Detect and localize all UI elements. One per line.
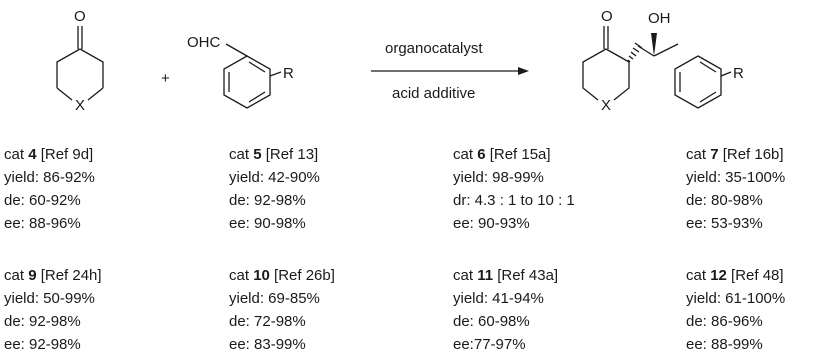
- product-ring-left: [582, 48, 607, 101]
- yield-line: yield: 42-90%: [229, 169, 320, 186]
- ee-line: ee: 88-99%: [686, 336, 763, 353]
- ketone-ring-bond: [87, 87, 104, 101]
- yield-line: yield: 35-100%: [686, 169, 786, 186]
- catalyst-result-block: cat 4 [Ref 9d] yield: 86-92% de: 60-92% …: [4, 143, 95, 235]
- product-ring-bond: [605, 48, 630, 63]
- product-benzene-ring: [674, 55, 722, 109]
- product-substituent-label: R: [733, 65, 744, 82]
- catalyst-number: 6: [477, 146, 486, 163]
- yield-line: yield: 98-99%: [453, 169, 544, 186]
- catalyst-number: 10: [253, 267, 270, 284]
- product-heteroatom-label: X: [601, 97, 611, 114]
- catalyst-header: cat 6 [Ref 15a]: [453, 146, 551, 163]
- aldehyde-substituent-label: R: [283, 65, 294, 82]
- selectivity-line: de: 92-98%: [229, 192, 306, 209]
- product-ketone-oxygen-label: O: [601, 8, 613, 25]
- aldehyde-formyl-label: OHC: [187, 34, 221, 51]
- catalyst-result-block: cat 5 [Ref 13] yield: 42-90% de: 92-98% …: [229, 143, 320, 235]
- aldehyde-ring-double-bond: [248, 91, 266, 103]
- ketone-heteroatom-label: X: [75, 97, 85, 114]
- aldehyde-benzene-ring: [223, 55, 271, 109]
- yield-line: yield: 69-85%: [229, 290, 320, 307]
- ketone-ring-right: [79, 48, 104, 88]
- catalyst-number: 4: [28, 146, 37, 163]
- product-substituent-bond: [720, 71, 732, 77]
- product-structure: O X OH R: [582, 8, 744, 114]
- catalyst-result-block: cat 12 [Ref 48] yield: 61-100% de: 86-96…: [686, 264, 785, 356]
- plus-sign: +: [161, 70, 170, 87]
- catalyst-number: 9: [28, 267, 37, 284]
- catalyst-result-block: cat 7 [Ref 16b] yield: 35-100% de: 80-98…: [686, 143, 785, 235]
- catalyst-header: cat 11 [Ref 43a]: [453, 267, 559, 284]
- catalyst-result-block: cat 11 [Ref 43a] yield: 41-94% de: 60-98…: [453, 264, 558, 356]
- selectivity-line: de: 60-92%: [4, 192, 81, 209]
- ee-line: ee: 92-98%: [4, 336, 81, 353]
- catalyst-header: cat 10 [Ref 26b]: [229, 267, 335, 284]
- selectivity-line: de: 92-98%: [4, 313, 81, 330]
- arrow-head: [518, 67, 529, 75]
- ketone-oxygen-label: O: [74, 8, 86, 25]
- product-chain-bond: [637, 45, 655, 57]
- yield-line: yield: 50-99%: [4, 290, 95, 307]
- ketone-structure: O X: [56, 8, 104, 114]
- catalyst-result-block: cat 6 [Ref 15a] yield: 98-99% dr: 4.3 : …: [453, 143, 575, 235]
- aldehyde-structure: OHC R: [187, 34, 294, 109]
- product-ring-double-bond: [699, 91, 717, 103]
- aldehyde-ring-double-bond: [248, 61, 266, 73]
- product-bold-wedge: [651, 33, 657, 56]
- catalyst-number: 11: [477, 267, 494, 284]
- selectivity-line: de: 72-98%: [229, 313, 306, 330]
- aldehyde-substituent-bond: [269, 71, 282, 77]
- product-ring-right: [613, 62, 630, 101]
- catalyst-number: 5: [253, 146, 262, 163]
- condition-above-arrow: organocatalyst: [385, 40, 483, 57]
- ketone-ring-bond: [56, 87, 73, 101]
- ee-line: ee: 90-93%: [453, 215, 530, 232]
- ee-line: ee:77-97%: [453, 336, 526, 353]
- product-hydroxyl-label: OH: [648, 10, 671, 27]
- catalyst-result-block: cat 10 [Ref 26b] yield: 69-85% de: 72-98…: [229, 264, 335, 356]
- ee-line: ee: 90-98%: [229, 215, 306, 232]
- catalyst-number: 7: [710, 146, 719, 163]
- ee-line: ee: 88-96%: [4, 215, 81, 232]
- catalyst-result-block: cat 9 [Ref 24h] yield: 50-99% de: 92-98%…: [4, 264, 102, 356]
- selectivity-line: de: 80-98%: [686, 192, 763, 209]
- reaction-scheme: O X + OHC R organocatalyst acid additive…: [56, 8, 744, 114]
- catalyst-header: cat 9 [Ref 24h]: [4, 267, 102, 284]
- aldehyde-ring-attachment: [225, 43, 248, 57]
- catalyst-header: cat 5 [Ref 13]: [229, 146, 319, 163]
- product-hashed-wedge: [627, 42, 643, 63]
- product-aryl-attachment: [653, 43, 679, 57]
- yield-line: yield: 41-94%: [453, 290, 544, 307]
- catalyst-header: cat 12 [Ref 48]: [686, 267, 784, 284]
- product-ring-double-bond: [699, 61, 717, 73]
- ee-line: ee: 83-99%: [229, 336, 306, 353]
- catalyst-header: cat 4 [Ref 9d]: [4, 146, 94, 163]
- ee-line: ee: 53-93%: [686, 215, 763, 232]
- selectivity-line: dr: 4.3 : 1 to 10 : 1: [453, 192, 575, 209]
- ketone-ring-left: [56, 48, 81, 88]
- yield-line: yield: 86-92%: [4, 169, 95, 186]
- catalyst-header: cat 7 [Ref 16b]: [686, 146, 784, 163]
- selectivity-line: de: 86-96%: [686, 313, 763, 330]
- condition-below-arrow: acid additive: [392, 85, 475, 102]
- reaction-arrow: organocatalyst acid additive: [371, 40, 529, 102]
- yield-line: yield: 61-100%: [686, 290, 786, 307]
- selectivity-line: de: 60-98%: [453, 313, 530, 330]
- catalyst-number: 12: [710, 267, 727, 284]
